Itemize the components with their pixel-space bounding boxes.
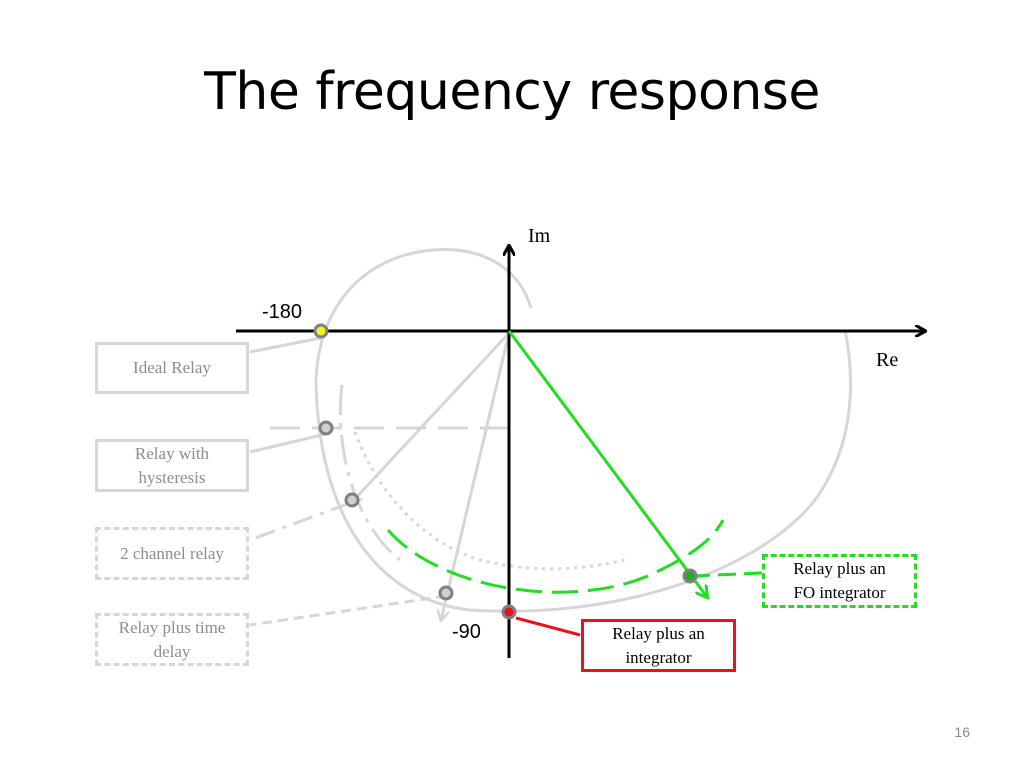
fo-integrator-response [386,330,763,597]
label-relay-fo-integrator: Relay plus an FO integrator [762,554,917,608]
marker-two-channel [344,492,360,508]
ideal-relay-curve [314,248,853,613]
connector-ideal [249,336,322,354]
marker-fo-integrator [682,568,698,584]
label-ideal-relay: Ideal Relay [95,342,249,394]
connector-time-delay [249,594,447,627]
fo-integrator-curve [386,519,725,594]
re-axis-label: Re [876,349,898,371]
axes [236,246,925,658]
label-two-channel-relay: 2 channel relay [95,527,249,580]
connector-two-channel [249,501,351,542]
dotted-curve [353,431,626,571]
tick-minus-90: -90 [452,621,481,643]
marker-time-delay [438,585,454,601]
arrow-to-hysteresis [352,331,511,502]
marker-hysteresis [318,420,334,436]
page-number: 16 [954,724,970,740]
marker-ideal-relay [313,323,329,339]
im-axis-label: Im [528,225,551,247]
connector-fo-integrator [691,571,763,578]
label-relay-integrator: Relay plus an integrator [581,619,736,672]
marker-integrator [501,604,517,620]
arrow-to-delay [441,332,511,620]
tick-minus-180: -180 [262,301,302,323]
connector-hysteresis [249,432,327,454]
faded-curves [249,248,853,627]
two-channel-curve [338,384,401,562]
label-relay-hysteresis: Relay with hysteresis [95,439,249,492]
connector-integrator [515,616,581,637]
slide-title: The frequency response [204,62,820,122]
label-relay-time-delay: Relay plus time delay [95,613,249,666]
fo-integrator-arrow [507,330,707,597]
